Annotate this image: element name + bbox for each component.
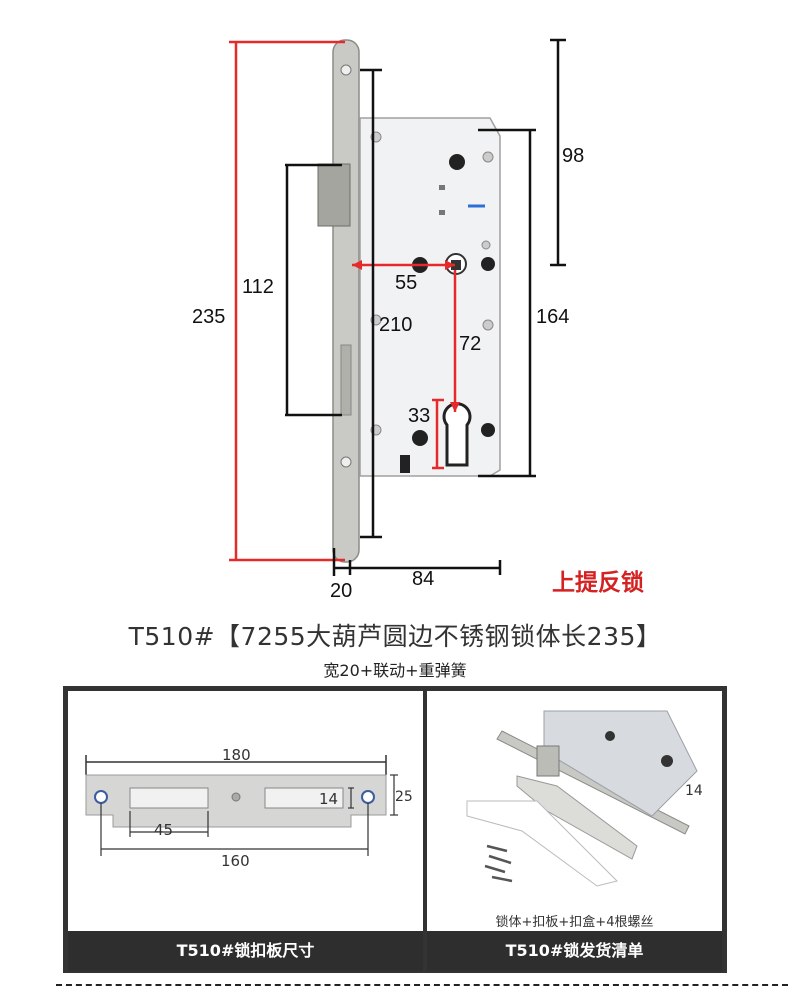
dim-body-height: 210 [379,314,413,336]
dashed-divider [56,984,788,986]
contents-dim-label: 14 [685,783,703,799]
product-title: T510#【7255大葫芦圆边不锈钢锁体长235】 [128,622,662,651]
cylinder-hole [442,402,472,467]
deadbolt-slot [340,344,352,416]
lock-case [359,117,501,477]
contents-photo [466,710,698,887]
dim-center-distance: 72 [459,333,482,355]
strike-plate-diagram [85,755,398,856]
product-subtitle: 宽20+联动+重弹簧 [323,661,467,680]
strike-plate-caption: T510#锁扣板尺寸 [68,931,423,971]
dim-cylinder: 33 [408,405,431,427]
dim-lower-span: 164 [536,306,570,328]
strike-dim-hole-span: 160 [221,852,250,870]
dim-faceplate-width: 20 [330,580,353,602]
faceplate [332,39,360,563]
strike-dim-slot-height: 14 [319,790,339,808]
feature-tag: 上提反锁 [552,570,644,596]
contents-note: 锁体+扣板+扣盒+4根螺丝 [495,915,654,930]
dim-top-offset: 98 [562,145,585,167]
dim-backset: 55 [395,272,418,294]
strike-dim-window: 45 [154,821,174,839]
dim-body-depth: 84 [412,568,435,590]
dim-overall-length: 235 [192,306,226,328]
strike-plate-panel: 180 160 45 14 25 [68,691,423,931]
dim-latch-span: 112 [242,276,274,298]
latch-bolt [317,163,351,227]
faceplate-screw-top [340,64,352,76]
contents-caption: T510#锁发货清单 [427,931,722,971]
faceplate-screw-bottom [340,456,352,468]
lock-body-diagram [229,38,566,576]
strike-dim-length: 180 [222,746,251,764]
contents-panel: 14 锁体+扣板+扣盒+4根螺丝 [427,691,722,931]
strike-dim-height: 25 [395,789,413,805]
